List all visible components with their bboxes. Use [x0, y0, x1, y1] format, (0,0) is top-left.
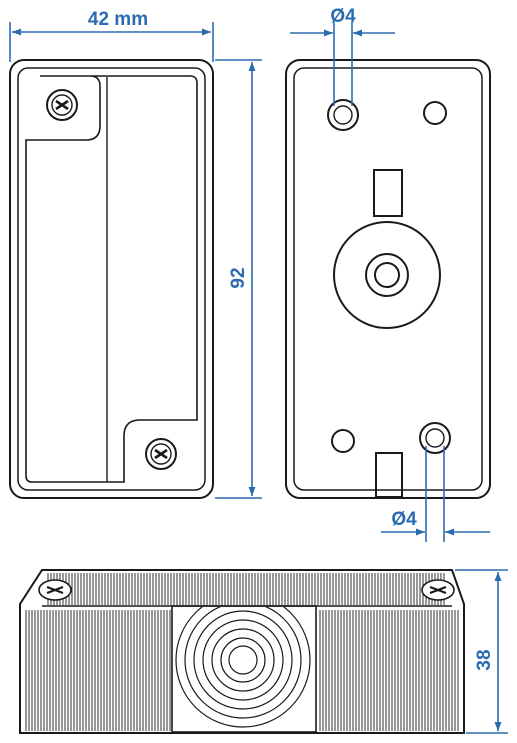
rear-view	[285, 59, 491, 499]
lens-rings	[175, 607, 311, 728]
front-inner-rim	[17, 67, 206, 491]
mount-hole-top-left	[327, 99, 359, 131]
depth-label: 38	[474, 649, 495, 670]
cable-boss-ring	[365, 253, 409, 297]
rear-inner-rim	[293, 67, 483, 491]
side-ribs	[25, 573, 459, 731]
mount-hole-top-right	[423, 101, 447, 125]
hole-bottom-dimension	[381, 446, 490, 542]
side-view	[19, 569, 465, 734]
hole-top-dimension	[290, 22, 395, 106]
mount-hole-bottom-right	[419, 422, 451, 454]
width-label: 42 mm	[88, 9, 148, 30]
screw-top-icon	[46, 89, 78, 121]
cable-boss-outer	[333, 221, 441, 329]
cable-boss-hole	[374, 262, 400, 288]
mount-hole-bottom-left	[331, 429, 355, 453]
side-screw-left-icon	[38, 579, 72, 601]
height-dimension	[215, 59, 262, 499]
depth-dimension	[455, 569, 508, 734]
width-dimension	[9, 22, 214, 62]
upper-slot	[373, 169, 403, 217]
front-view	[9, 59, 214, 499]
hole-top-label: Ø4	[330, 6, 356, 27]
mount-hole-bottom-right-inner	[425, 428, 445, 448]
height-label: 92	[228, 267, 249, 288]
center-lens-panel	[171, 605, 317, 733]
side-screw-right-icon	[421, 579, 455, 601]
rear-outer-body	[285, 59, 491, 499]
mount-hole-top-left-inner	[333, 105, 353, 125]
front-lens-panel	[25, 75, 198, 483]
front-outer-body	[9, 59, 214, 499]
lower-slot	[375, 452, 403, 498]
hole-bottom-label: Ø4	[391, 509, 417, 530]
screw-bottom-icon	[145, 438, 177, 470]
